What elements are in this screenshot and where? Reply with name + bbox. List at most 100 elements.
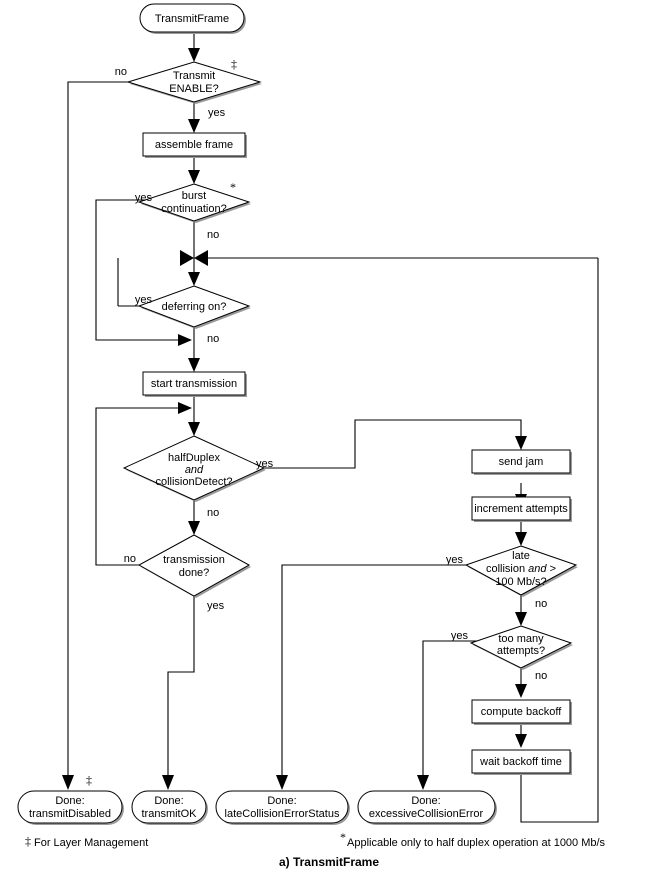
node-process-wait-backoff-time[interactable]: wait backoff time — [471, 749, 572, 775]
node-process-increment-attempts[interactable]: increment attempts — [471, 496, 572, 522]
edge-burst-yes — [95, 199, 178, 341]
node-label-line1: transmission — [163, 554, 225, 566]
node-label: start transmission — [151, 378, 237, 390]
node-process-send-jam[interactable]: send jam — [471, 449, 572, 475]
edge-label-no: no — [115, 66, 127, 78]
decision-shape — [137, 183, 251, 222]
node-process-start-transmission[interactable]: start transmission — [142, 371, 247, 397]
node-label: compute backoff — [481, 706, 562, 718]
node-label-line1: Done: — [411, 795, 440, 807]
arrowhead — [188, 358, 200, 372]
node-label-line2: ENABLE? — [169, 83, 219, 95]
node-label-line1: Done: — [154, 795, 183, 807]
arrowhead — [188, 48, 200, 62]
node-decision-half-duplex-collision-detect[interactable]: halfDuplex and collisionDetect? yes no — [122, 435, 274, 519]
node-terminal-done-excessive-collision-error[interactable]: Done: excessiveCollisionError — [357, 790, 497, 825]
arrowhead — [515, 532, 527, 546]
node-label-line1: too many — [498, 633, 544, 645]
node-label-line1: Done: — [267, 795, 296, 807]
node-start-transmitframe[interactable]: TransmitFrame — [139, 3, 246, 34]
arrowhead — [178, 334, 192, 346]
footnote-marker-asterisk-icon: * — [340, 830, 346, 844]
arrowhead — [515, 436, 527, 450]
decision-shape — [464, 545, 578, 596]
process-shape — [142, 371, 246, 396]
terminal-shape — [357, 790, 496, 824]
process-shape — [471, 449, 571, 474]
node-decision-transmission-done[interactable]: transmission done? no yes — [124, 534, 251, 612]
edge-label-yes: yes — [451, 630, 469, 642]
edge-label-yes: yes — [256, 458, 274, 470]
node-label-line2: done? — [179, 567, 210, 579]
node-terminal-done-transmit-disabled[interactable]: Done: transmitDisabled ‡ — [17, 773, 124, 825]
arrowhead — [188, 422, 200, 436]
process-shape — [471, 749, 571, 774]
terminal-shape — [131, 790, 207, 824]
line2-part-b: and — [528, 563, 547, 575]
edge-label-yes: yes — [135, 294, 153, 306]
edge-too-many-attempts-yes — [422, 640, 477, 775]
edge-label-yes: yes — [135, 192, 153, 204]
arrowhead — [515, 734, 527, 748]
node-label-line1: late — [512, 550, 530, 562]
edge-label-no: no — [207, 507, 219, 519]
arrowhead — [188, 272, 200, 286]
terminal-shape — [17, 790, 123, 824]
edge-label-yes: yes — [207, 600, 225, 612]
node-label-line2: excessiveCollisionError — [369, 808, 484, 820]
decision-shape — [126, 61, 262, 103]
footnote-layer-management: ‡ For Layer Management — [25, 834, 148, 849]
node-label-line1: halfDuplex — [168, 452, 220, 464]
node-label: send jam — [499, 456, 544, 468]
edge-late-collision-yes — [281, 564, 473, 775]
node-decision-too-many-attempts[interactable]: too many attempts? yes no — [451, 625, 573, 682]
node-label-line1: Done: — [55, 795, 84, 807]
node-process-assemble-frame[interactable]: assemble frame — [142, 132, 247, 158]
edge-label-no: no — [535, 598, 547, 610]
arrowhead — [62, 775, 74, 790]
node-label-line2: transmitOK — [141, 808, 197, 820]
node-label-line2: collision and > — [486, 563, 556, 575]
edge-label-yes: yes — [446, 554, 464, 566]
node-label-line1: deferring on? — [162, 301, 227, 313]
edge-transmit-enable-no — [67, 81, 148, 775]
node-decision-late-collision[interactable]: late collision and > 100 Mb/s? yes no — [446, 545, 578, 610]
node-label-line2: and — [185, 464, 204, 476]
node-terminal-done-late-collision-error-status[interactable]: Done: lateCollisionErrorStatus — [215, 790, 350, 825]
process-shape — [142, 132, 246, 157]
node-label-line3: collisionDetect? — [155, 476, 232, 488]
terminal-shape — [139, 3, 245, 33]
footnote-marker-double-dagger-icon: ‡ — [25, 834, 31, 848]
arrowhead — [180, 250, 194, 266]
arrowhead — [188, 521, 200, 535]
arrowhead — [417, 775, 429, 790]
diagram-caption: a) TransmitFrame — [279, 855, 379, 869]
decision-shape — [122, 435, 266, 501]
edge-transmission-done-no — [95, 407, 178, 566]
arrowhead — [194, 250, 208, 266]
node-decision-burst-continuation[interactable]: burst continuation? * yes no — [135, 180, 251, 241]
node-label: assemble frame — [155, 139, 233, 151]
decision-shape — [137, 534, 251, 597]
node-label-line2: attempts? — [497, 645, 545, 657]
edge-label-no: no — [207, 333, 219, 345]
footnote-marker-asterisk-icon: * — [230, 180, 236, 194]
node-process-compute-backoff[interactable]: compute backoff — [471, 699, 572, 725]
node-label-line1: burst — [182, 190, 206, 202]
decision-shape — [137, 285, 251, 328]
footnote-label: For Layer Management — [34, 837, 148, 849]
process-shape — [471, 699, 571, 724]
node-label-line2: continuation? — [161, 203, 226, 215]
node-terminal-done-transmit-ok[interactable]: Done: transmitOK — [131, 790, 208, 825]
connectors — [62, 32, 599, 823]
line2-part-c: > — [547, 563, 556, 575]
edge-label-no: no — [207, 229, 219, 241]
edge-label-yes: yes — [208, 107, 226, 119]
node-label: TransmitFrame — [155, 13, 229, 25]
footnote-label: Applicable only to half duplex operation… — [347, 837, 606, 849]
node-decision-deferring-on[interactable]: deferring on? yes no — [135, 285, 251, 345]
node-label-line2: lateCollisionErrorStatus — [225, 808, 340, 820]
node-decision-transmit-enable[interactable]: Transmit ENABLE? ‡ no yes — [115, 57, 262, 119]
